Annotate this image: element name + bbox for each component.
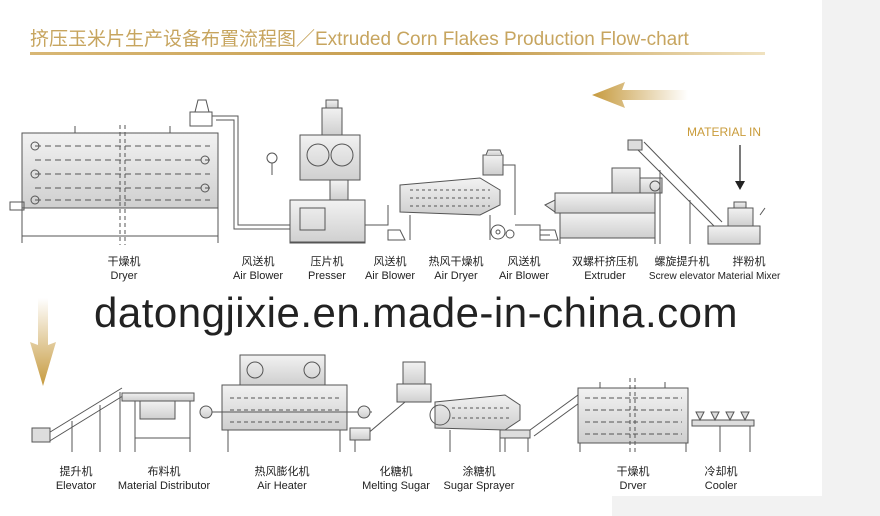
label-dryer: 干燥机 Dryer	[108, 254, 141, 284]
label-en: Drver	[619, 480, 647, 492]
label-dryer-row2: 干燥机 Drver	[617, 464, 650, 494]
presser-machine	[289, 99, 366, 244]
watermark: datongjixie.en.made-in-china.com	[94, 289, 739, 336]
label-air-heater: 热风膨化机 Air Heater	[255, 464, 310, 494]
label-en: Air Dryer	[434, 270, 478, 282]
air-blower-2	[365, 205, 406, 241]
label-air-blower-1: 风送机 Air Blower	[233, 254, 283, 284]
page-title: 挤压玉米片生产设备布置流程图／Extruded Corn Flakes Prod…	[30, 29, 689, 50]
title-underline	[30, 52, 765, 55]
air-heater-machine	[199, 354, 372, 452]
side-panel	[822, 0, 880, 516]
label-cn: 螺旋提升机	[654, 255, 710, 268]
screw-elevator	[627, 139, 723, 244]
material-in-label: MATERIAL IN	[687, 125, 762, 139]
label-sugar-sprayer: 涂糖机 Sugar Sprayer	[444, 464, 515, 494]
label-en: Melting Sugar	[362, 480, 430, 492]
air-blower-3	[490, 224, 559, 241]
label-melting-sugar: 化糖机 Melting Sugar	[362, 464, 430, 494]
label-en: Extruder	[584, 270, 626, 282]
label-cn: 布料机	[147, 465, 181, 478]
label-en: Air Blower	[232, 270, 284, 282]
label-screw-elevator: 螺旋提升机 Screw elevator	[649, 254, 715, 284]
material-in-arrow	[735, 145, 745, 190]
label-en: Sugar Sprayer	[443, 480, 515, 492]
dryer-machine	[9, 99, 219, 245]
air-dryer-machine	[399, 149, 516, 240]
label-cooler: 冷却机 Cooler	[705, 464, 738, 494]
label-en: Screw elevator	[648, 271, 716, 282]
label-cn: 风送机	[507, 255, 541, 268]
direction-arrow-down	[30, 298, 56, 386]
label-presser: 压片机 Presser	[308, 254, 346, 284]
label-cn: 拌粉机	[732, 255, 766, 268]
conveyor-to-dryer	[499, 394, 583, 452]
air-blower-1-pipe	[212, 115, 290, 230]
label-en: Air Heater	[257, 480, 307, 492]
label-en: Material Distributor	[117, 480, 211, 492]
label-cn: 热风膨化机	[254, 465, 310, 478]
label-en: Air Blower	[498, 270, 550, 282]
label-cn: 热风干燥机	[428, 255, 484, 268]
label-en: Dryer	[110, 270, 138, 282]
label-cn: 干燥机	[107, 255, 141, 268]
melting-sugar-machine	[349, 361, 432, 452]
label-cn: 压片机	[310, 255, 344, 268]
cooler-machine	[691, 411, 755, 452]
label-elevator: 提升机 Elevator	[56, 464, 96, 494]
label-cn: 风送机	[241, 255, 275, 268]
material-distributor	[121, 392, 195, 452]
elevator-machine	[31, 387, 127, 452]
direction-arrow-left	[592, 82, 688, 108]
label-en: Presser	[308, 270, 346, 282]
label-cn: 风送机	[373, 255, 407, 268]
label-cn: 提升机	[59, 465, 93, 478]
label-cn: 化糖机	[379, 465, 413, 478]
label-air-blower-2: 风送机 Air Blower	[365, 254, 415, 284]
label-cn: 干燥机	[616, 465, 650, 478]
label-en: Air Blower	[364, 270, 416, 282]
label-air-blower-3: 风送机 Air Blower	[499, 254, 549, 284]
label-air-dryer: 热风干燥机 Air Dryer	[429, 254, 484, 284]
label-cn: 冷却机	[704, 465, 738, 478]
extruder-machine	[544, 167, 663, 244]
label-material-distributor: 布料机 Material Distributor	[118, 464, 210, 494]
sugar-sprayer-machine	[429, 394, 521, 452]
label-en: Cooler	[704, 480, 738, 492]
dryer-row2-machine	[577, 378, 689, 455]
material-mixer	[707, 201, 766, 245]
label-cn: 双螺杆挤压机	[572, 255, 638, 268]
bottom-strip	[612, 496, 822, 516]
label-cn: 涂糖机	[462, 465, 496, 478]
label-material-mixer: 拌粉机 Material Mixer	[718, 254, 781, 284]
label-en: Elevator	[55, 480, 97, 492]
label-extruder: 双螺杆挤压机 Extruder	[572, 254, 638, 284]
label-en: Material Mixer	[717, 271, 781, 282]
